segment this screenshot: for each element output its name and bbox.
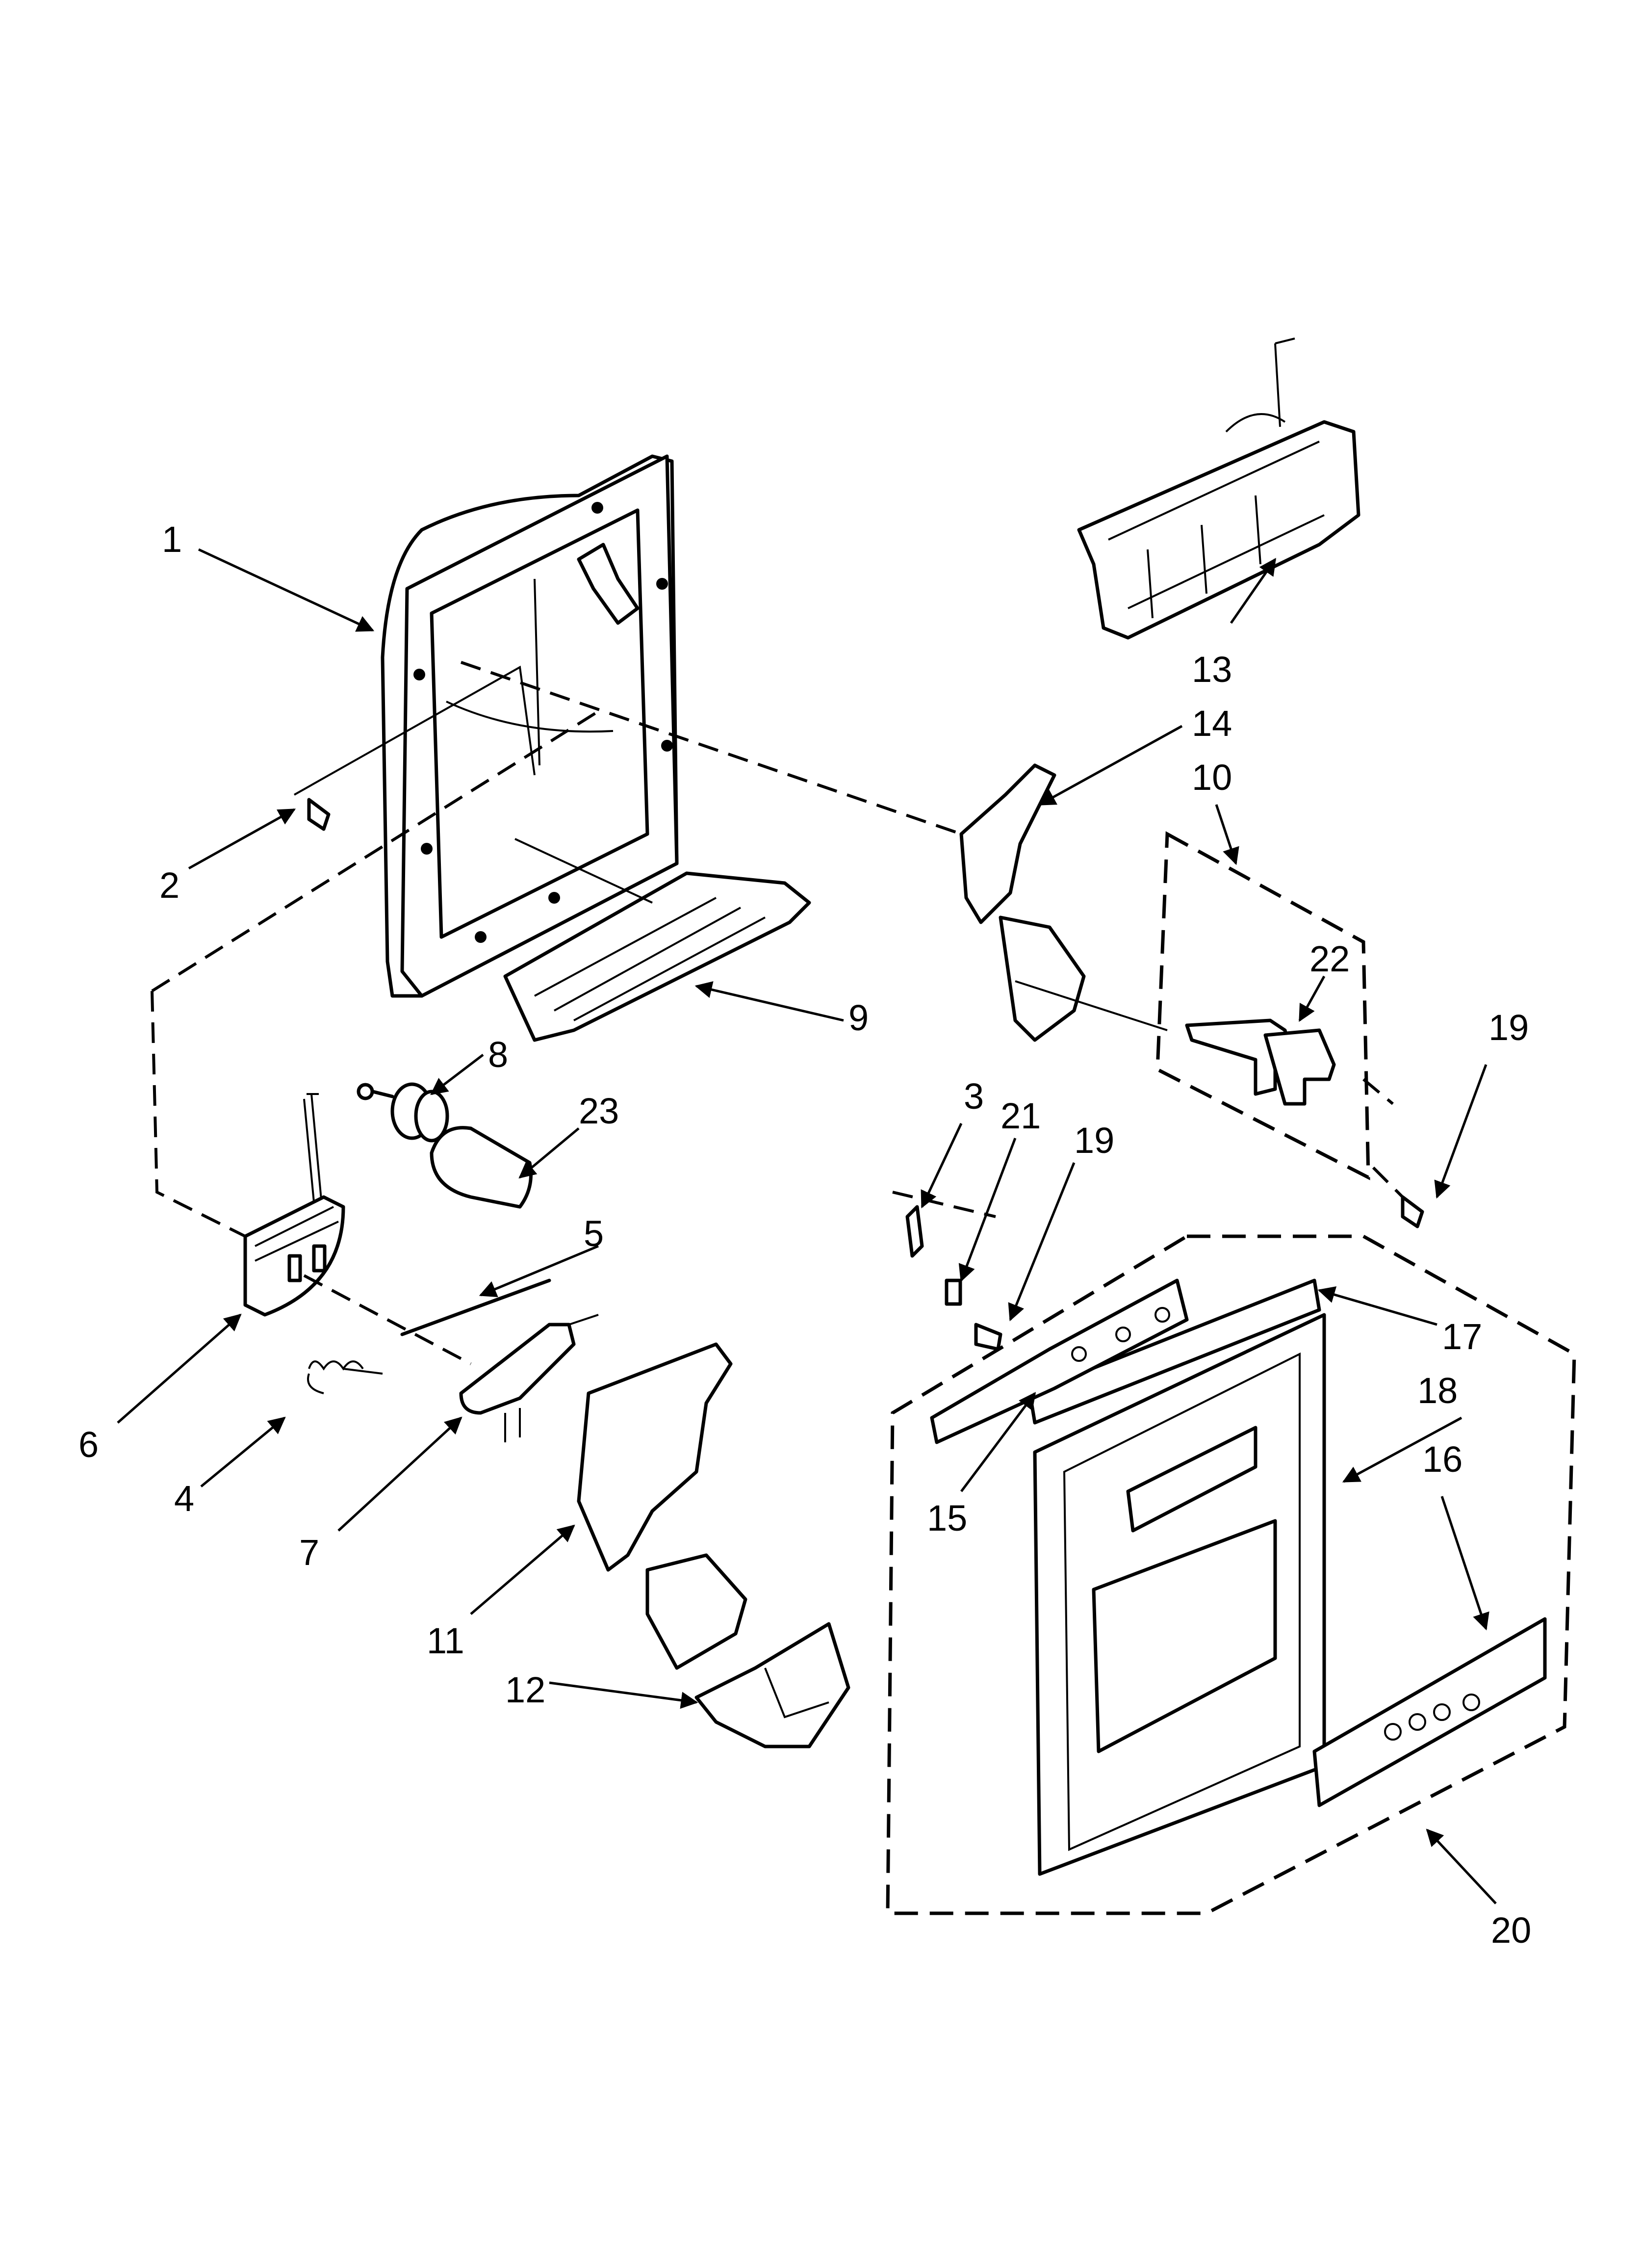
actuator	[459, 1314, 599, 1442]
switch-bracket	[1185, 1018, 1336, 1106]
screw-19-right	[1401, 1195, 1424, 1228]
callout-11: 11	[427, 1620, 464, 1661]
chute-cup	[694, 1622, 850, 1748]
callout-10: 10	[1192, 757, 1232, 798]
callout-18: 18	[1417, 1370, 1458, 1411]
drip-tray	[503, 871, 811, 1042]
leader-h	[1015, 980, 1168, 1031]
leader-lines	[117, 548, 1497, 1904]
assembly-20-boundary	[886, 1234, 1576, 1915]
assembly-10-boundary	[1155, 831, 1370, 1180]
callout-9: 9	[848, 997, 869, 1038]
pin	[400, 1278, 551, 1336]
callout-5: 5	[584, 1213, 604, 1254]
solenoid	[357, 1082, 449, 1143]
screw-19-left	[974, 1323, 1002, 1351]
trim-strip	[1028, 1278, 1321, 1425]
switch-pad	[945, 1278, 962, 1306]
leader-i	[514, 838, 653, 904]
callout-12: 12	[505, 1669, 545, 1710]
lever-arm	[959, 763, 1086, 1042]
callout-7: 7	[299, 1532, 319, 1573]
spring-clip	[905, 1205, 924, 1258]
ice-lever	[577, 1342, 747, 1670]
callout-19-left: 19	[1074, 1120, 1114, 1161]
spring	[307, 1360, 383, 1394]
callout-4: 4	[174, 1478, 194, 1519]
callout-20: 20	[1491, 1910, 1531, 1951]
callout-17: 17	[1442, 1316, 1482, 1357]
callout-6: 6	[78, 1424, 99, 1465]
callout-2: 2	[159, 865, 180, 906]
assembly-line-b	[151, 710, 599, 1238]
callout-16: 16	[1422, 1439, 1462, 1480]
assembly-line-e	[892, 1191, 996, 1218]
callout-13: 13	[1192, 649, 1232, 690]
callout-22: 22	[1309, 938, 1350, 979]
control-module	[243, 1093, 345, 1317]
callout-3: 3	[964, 1076, 984, 1117]
assembly-line-c	[303, 1274, 472, 1365]
assembly-line-a	[461, 661, 962, 835]
callout-19-right: 19	[1488, 1007, 1529, 1048]
leader-j	[294, 665, 536, 796]
callout-23: 23	[579, 1091, 619, 1131]
callout-21: 21	[1001, 1095, 1041, 1136]
assembly-line-d	[1362, 1078, 1404, 1199]
screw-2	[307, 798, 331, 831]
housing-frame	[381, 454, 679, 998]
solenoid-cover	[430, 1126, 533, 1209]
dispenser-panel	[1033, 1313, 1326, 1876]
callout-8: 8	[488, 1034, 508, 1075]
control-housing	[1077, 338, 1360, 640]
callout-15: 15	[927, 1498, 967, 1538]
circuit-board	[930, 1278, 1189, 1444]
callout-1: 1	[162, 519, 182, 560]
control-overlay	[1312, 1617, 1547, 1807]
callout-14: 14	[1192, 703, 1232, 744]
